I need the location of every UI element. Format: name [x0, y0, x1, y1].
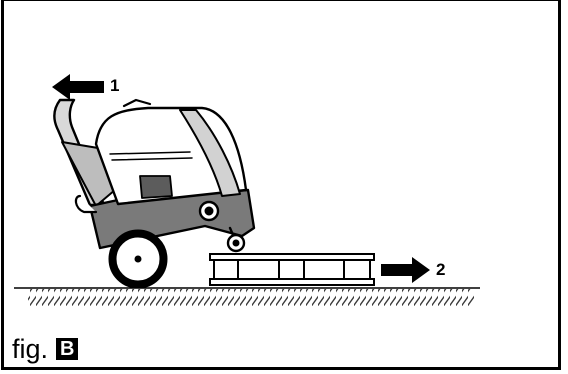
figure-caption: fig. B [12, 334, 79, 364]
ground [14, 287, 480, 306]
pressure-washer [53, 98, 256, 289]
caption-text: fig. [12, 334, 49, 364]
arrow-left-icon [52, 74, 104, 100]
arrow-right-icon [381, 257, 430, 283]
step-1-label: 1 [110, 76, 120, 95]
pallet [209, 253, 375, 286]
caption-letter-badge: B [56, 338, 79, 360]
figure-frame [1, 0, 561, 370]
step-2-label: 2 [436, 260, 446, 279]
